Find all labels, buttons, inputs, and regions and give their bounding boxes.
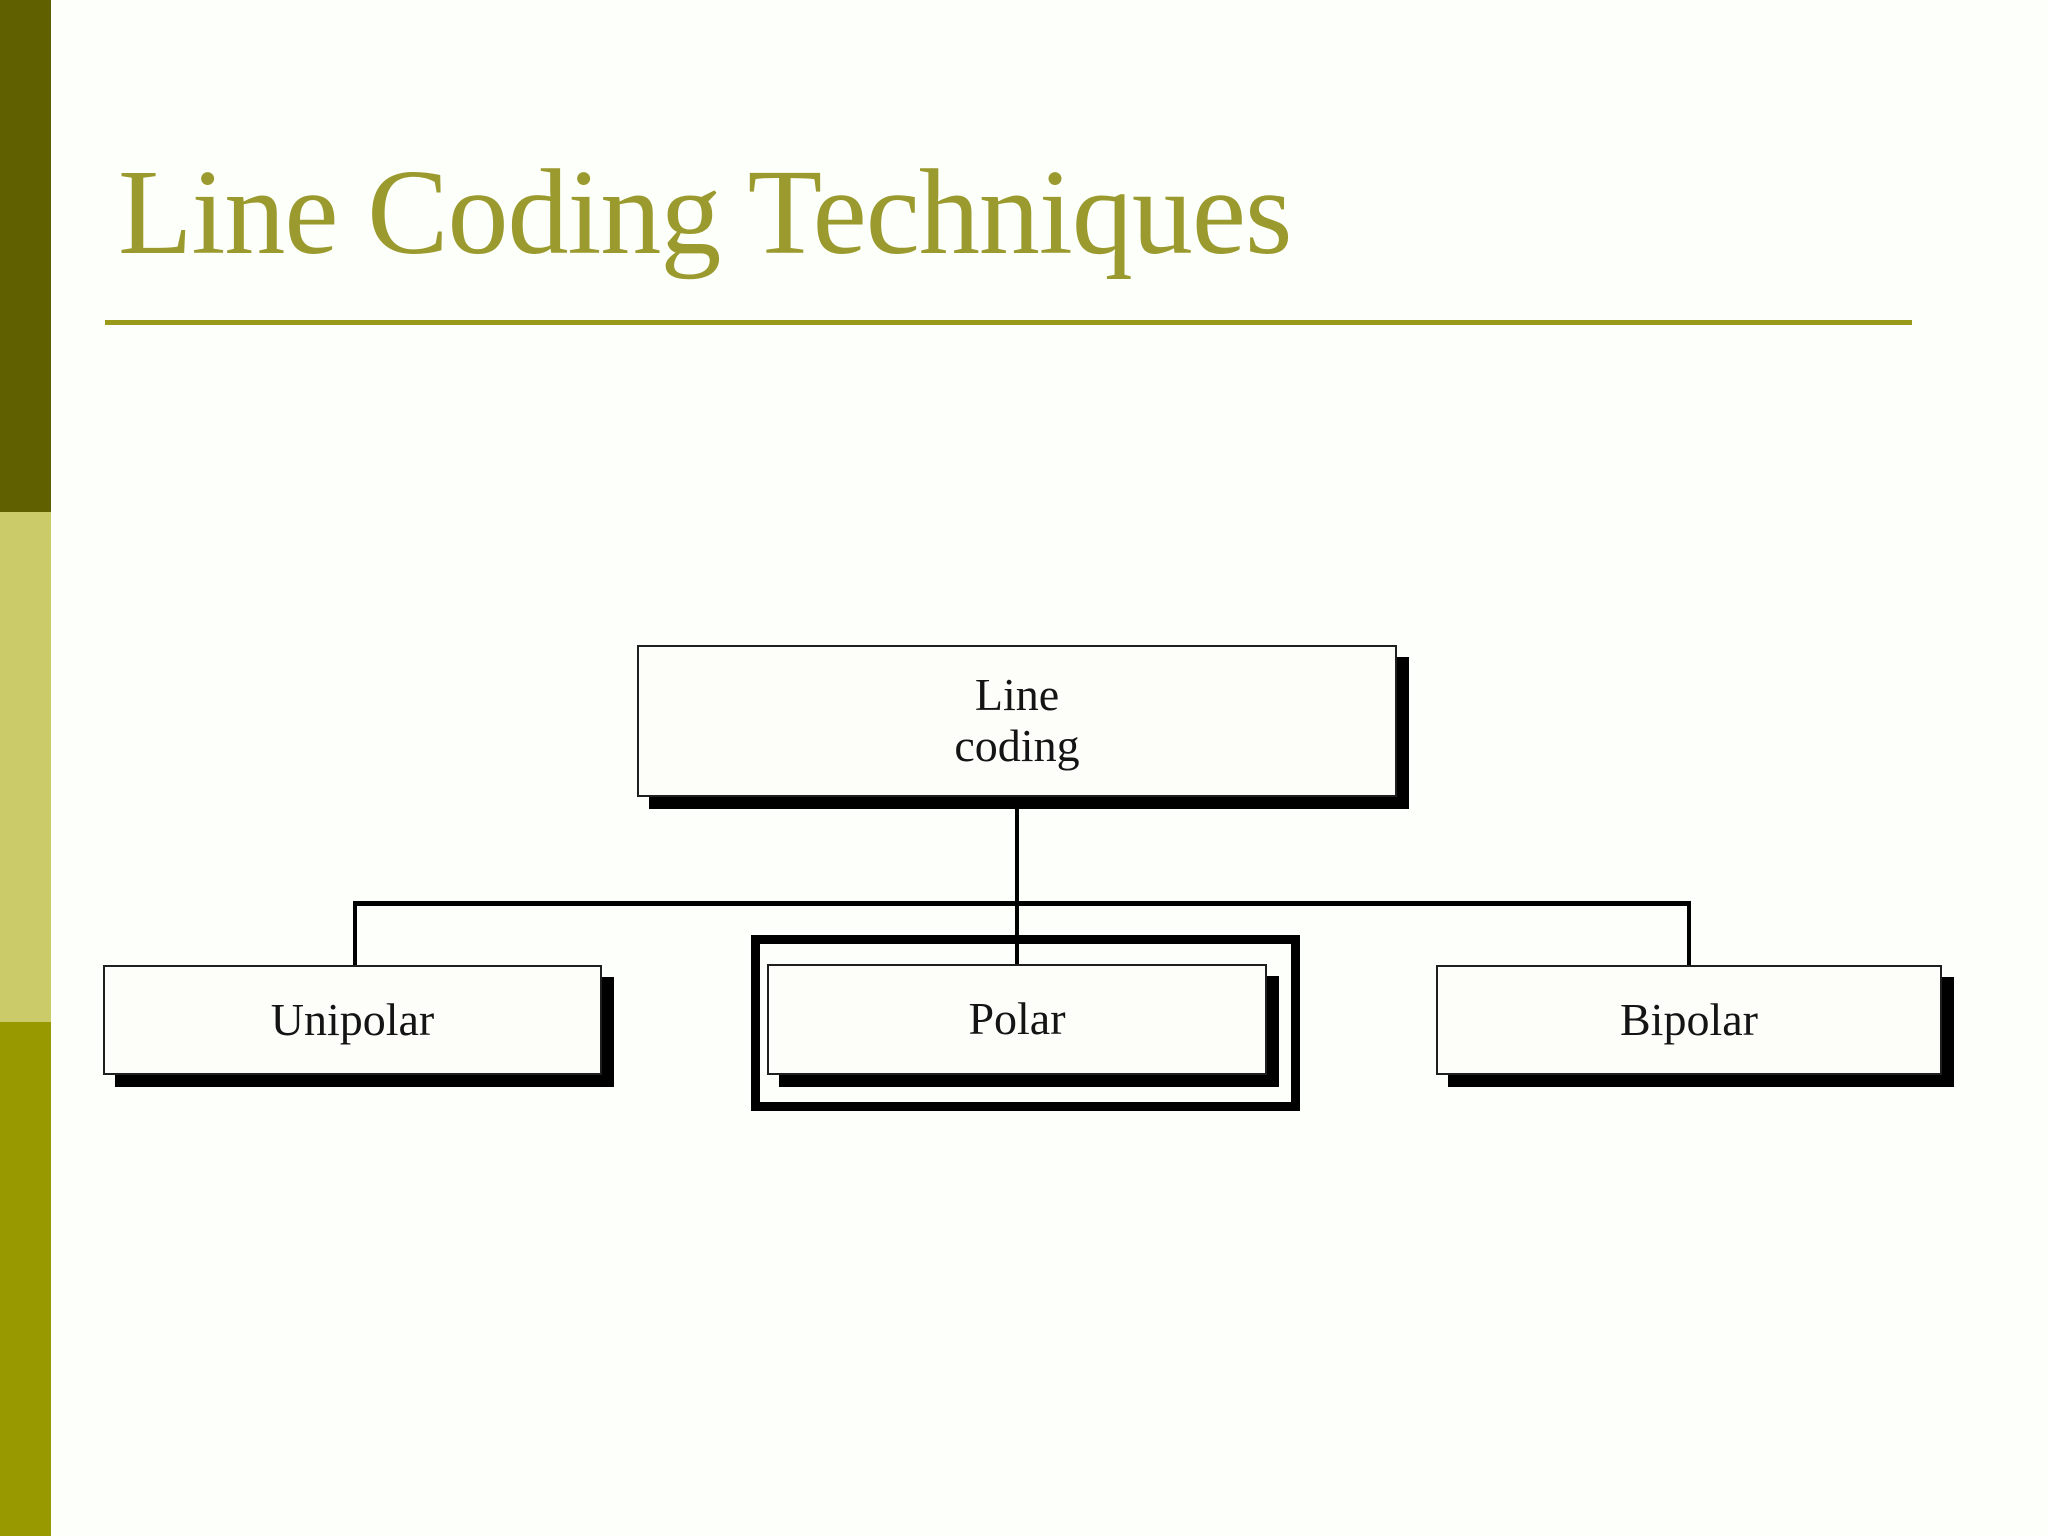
node-bipolar-label: Bipolar [1620,993,1758,1045]
sidebar-band-bottom [0,1022,51,1536]
connector-drop-bipolar [1687,901,1691,967]
node-unipolar-label: Unipolar [270,993,435,1045]
node-polar: Polar [767,964,1267,1075]
node-line-coding-label-line1: Line [974,669,1060,721]
sidebar-band-middle [0,512,51,1022]
slide-title: Line Coding Techniques [118,145,1292,280]
polar-highlight-frame [751,935,1300,1111]
node-bipolar: Bipolar [1436,965,1942,1075]
connector-horizontal-bus [353,901,1691,906]
node-line-coding-label-line2: coding [954,720,1080,771]
node-polar-label: Polar [968,993,1066,1045]
connector-drop-unipolar [353,901,357,967]
sidebar [0,0,51,1536]
node-unipolar: Unipolar [103,965,602,1075]
connector-root-to-polar [1015,795,1019,966]
sidebar-band-top [0,0,51,512]
title-underline [105,320,1912,325]
node-line-coding: Line coding [637,645,1397,797]
